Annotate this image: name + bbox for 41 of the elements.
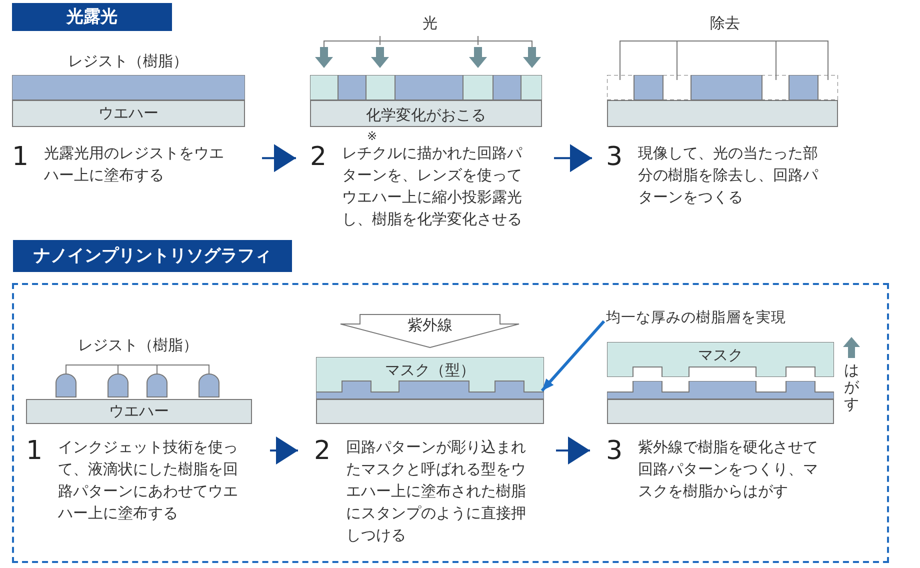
step-description: インクジェット技術を使って、液滴状にした樹脂を回路パターンにあわせてウエハー上に塗布する: [58, 437, 239, 524]
part-label: レジスト（樹脂）: [78, 336, 198, 355]
callout-text: 均一な厚みの樹脂層を実現: [606, 306, 818, 330]
step-number: 2: [310, 142, 328, 172]
developed-resist-layer: [607, 75, 838, 100]
step-arrow: [554, 144, 592, 172]
leader-line: [540, 320, 606, 392]
wafer-layer: ウエハー: [12, 100, 245, 127]
step-description: 光露光用のレジストをウエハー上に塗布する: [44, 143, 225, 186]
mask-mold: マスク（型）: [316, 357, 544, 393]
dashed-frame: [12, 283, 889, 563]
wafer-layer: ウエハー: [26, 399, 252, 424]
step-description: 回路パターンが彫り込まれたマスクと呼ばれる型をウエハー上に塗布された樹脂にスタンプのように直接押しつける: [346, 437, 527, 546]
step-arrow: [270, 436, 298, 465]
mask-mold: マスク: [607, 342, 834, 377]
section-heading: ナノインプリントリソグラフィ: [13, 240, 292, 272]
wafer-layer: 化学変化がおこる: [310, 100, 542, 127]
step-number: 3: [606, 436, 624, 466]
wafer-layer: [607, 399, 834, 424]
step-description: レチクルに描かれた回路パターンを、レンズを使ってウエハー上に縮小投影露光し、樹脂を化学変化させる: [342, 143, 524, 230]
part-label: 除去: [710, 14, 740, 33]
step-description: 現像して、光の当たった部分の樹脂を除去し、回路パターンをつくる: [638, 143, 820, 208]
part-label: 光: [422, 14, 438, 33]
wafer-layer: [607, 100, 838, 127]
resist-layer: [12, 75, 245, 100]
resist-layer: [310, 75, 542, 100]
step-number: 1: [12, 142, 30, 172]
section-heading: 光露光: [12, 3, 172, 31]
part-label: レジスト（樹脂）: [68, 52, 188, 71]
step-number: 1: [26, 436, 44, 466]
part-label: はがす: [844, 362, 860, 413]
step-arrow: [556, 436, 590, 465]
step-description: 紫外線で樹脂を硬化させて回路パターンをつくり、マスクを樹脂からはがす: [638, 437, 819, 502]
step-arrow: [262, 144, 296, 172]
step-number: 2: [314, 436, 332, 466]
uv-arrow-shape: 紫外線: [340, 314, 520, 348]
part-label: ※: [366, 129, 378, 143]
wafer-layer: [316, 399, 544, 424]
resin-layer: [607, 381, 834, 399]
step-number: 3: [606, 142, 624, 172]
resin-layer: [316, 381, 544, 399]
